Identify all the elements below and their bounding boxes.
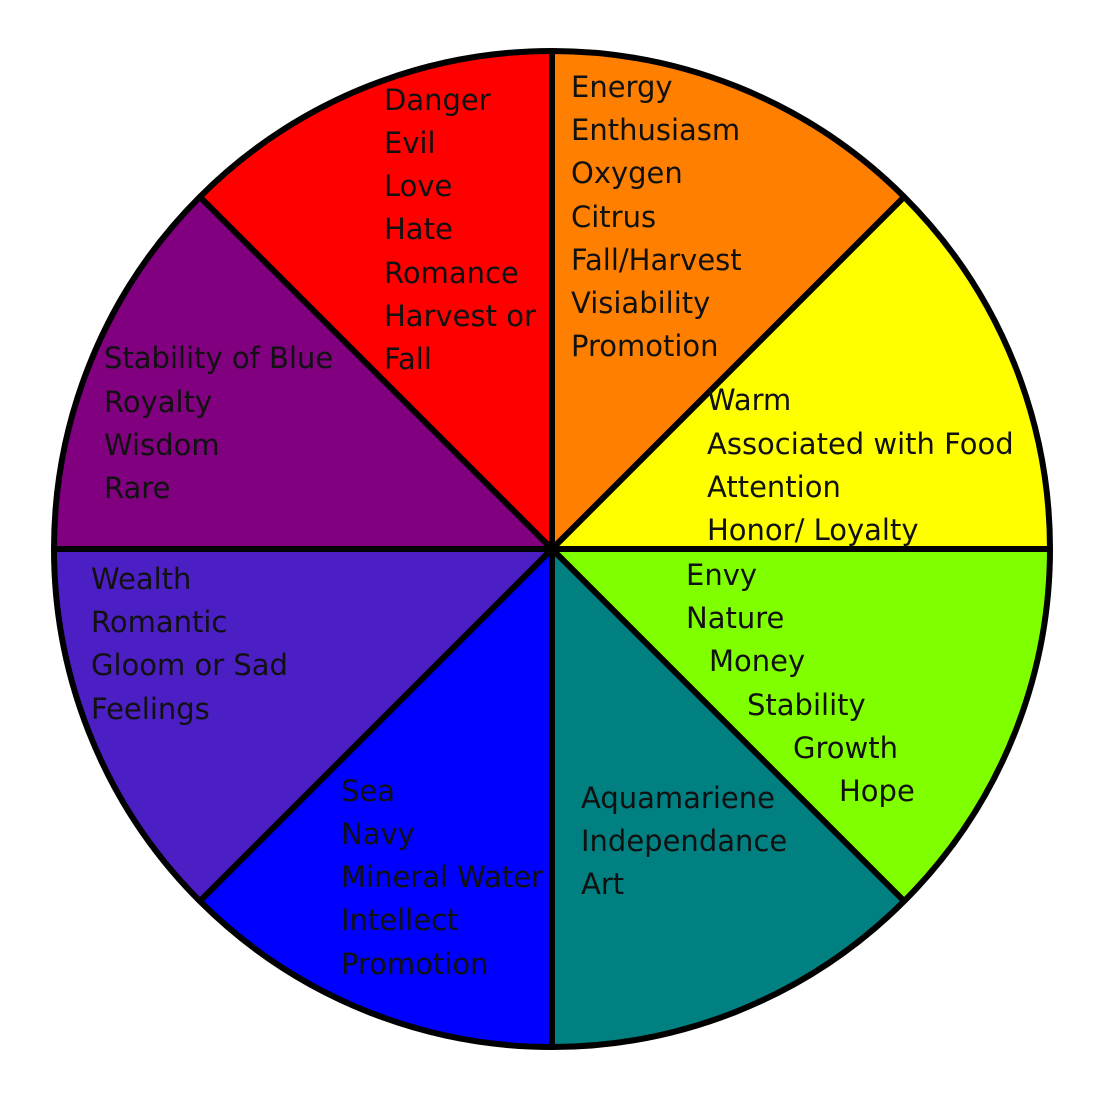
red-item: Danger xyxy=(384,83,491,117)
segment-red-labels: Danger Evil Love Hate Romance Harvest or… xyxy=(384,83,536,376)
segment-purple-labels: Stability of Blue Royalty Wisdom Rare xyxy=(104,341,333,505)
red-item: Harvest or xyxy=(384,299,536,333)
yellow-item: Associated with Food xyxy=(707,427,1014,461)
red-item: Love xyxy=(384,169,452,203)
segment-yellow-labels: Warm Associated with Food Attention Hono… xyxy=(707,383,1014,547)
orange-item: Citrus xyxy=(571,200,656,234)
wedges xyxy=(54,51,1050,1047)
segment-green-labels: Envy Nature Money Stability Growth Hope xyxy=(686,558,915,808)
segment-indigo-labels: Wealth Romantic Gloom or Sad Feelings xyxy=(91,562,288,726)
blue-item: Intellect xyxy=(341,903,458,937)
wedge-orange xyxy=(552,51,905,549)
purple-item: Wisdom xyxy=(104,428,220,462)
red-item: Fall xyxy=(384,342,432,376)
indigo-item: Gloom or Sad xyxy=(91,648,288,682)
teal-item: Art xyxy=(581,867,624,901)
indigo-item: Feelings xyxy=(91,692,210,726)
teal-item: Independance xyxy=(581,824,787,858)
wheel-rim xyxy=(51,48,1053,1050)
indigo-item: Wealth xyxy=(91,562,191,596)
wedge-blue xyxy=(199,549,553,1047)
green-item: Hope xyxy=(839,774,915,808)
green-item: Stability xyxy=(747,688,866,722)
orange-item: Energy xyxy=(571,70,673,104)
green-item: Growth xyxy=(793,731,898,765)
purple-item: Royalty xyxy=(104,385,212,419)
red-item: Hate xyxy=(384,212,453,246)
yellow-item: Honor/ Loyalty xyxy=(707,513,919,547)
wedge-yellow xyxy=(552,196,1050,550)
divider-diagonal-b xyxy=(197,194,907,904)
blue-item: Navy xyxy=(341,817,415,851)
red-item: Evil xyxy=(384,126,436,160)
blue-item: Mineral Water xyxy=(341,860,543,894)
indigo-item: Romantic xyxy=(91,605,227,639)
yellow-item: Attention xyxy=(707,470,841,504)
blue-item: Sea xyxy=(341,774,395,808)
orange-item: Fall/Harvest xyxy=(571,243,742,277)
segment-teal-labels: Aquamariene Independance Art xyxy=(581,781,787,901)
green-item: Money xyxy=(709,644,805,678)
orange-item: Oxygen xyxy=(571,156,683,190)
wedge-red xyxy=(199,51,553,549)
teal-item: Aquamariene xyxy=(581,781,775,815)
wheel-outline xyxy=(51,48,1053,1050)
purple-item: Stability of Blue xyxy=(104,341,333,375)
wedge-green xyxy=(552,549,1050,902)
orange-item: Enthusiasm xyxy=(571,113,740,147)
orange-item: Promotion xyxy=(571,329,719,363)
wedge-indigo xyxy=(54,549,552,902)
orange-item: Visiability xyxy=(571,286,710,320)
wedge-teal xyxy=(552,549,905,1047)
green-item: Nature xyxy=(686,601,784,635)
red-item: Romance xyxy=(384,256,519,290)
wedge-purple xyxy=(54,196,552,550)
yellow-item: Warm xyxy=(707,383,791,417)
blue-item: Promotion xyxy=(341,947,489,981)
green-item: Envy xyxy=(686,558,757,592)
segment-orange-labels: Energy Enthusiasm Oxygen Citrus Fall/Har… xyxy=(571,70,742,363)
purple-item: Rare xyxy=(104,471,170,505)
segment-blue-labels: Sea Navy Mineral Water Intellect Promoti… xyxy=(341,774,543,981)
